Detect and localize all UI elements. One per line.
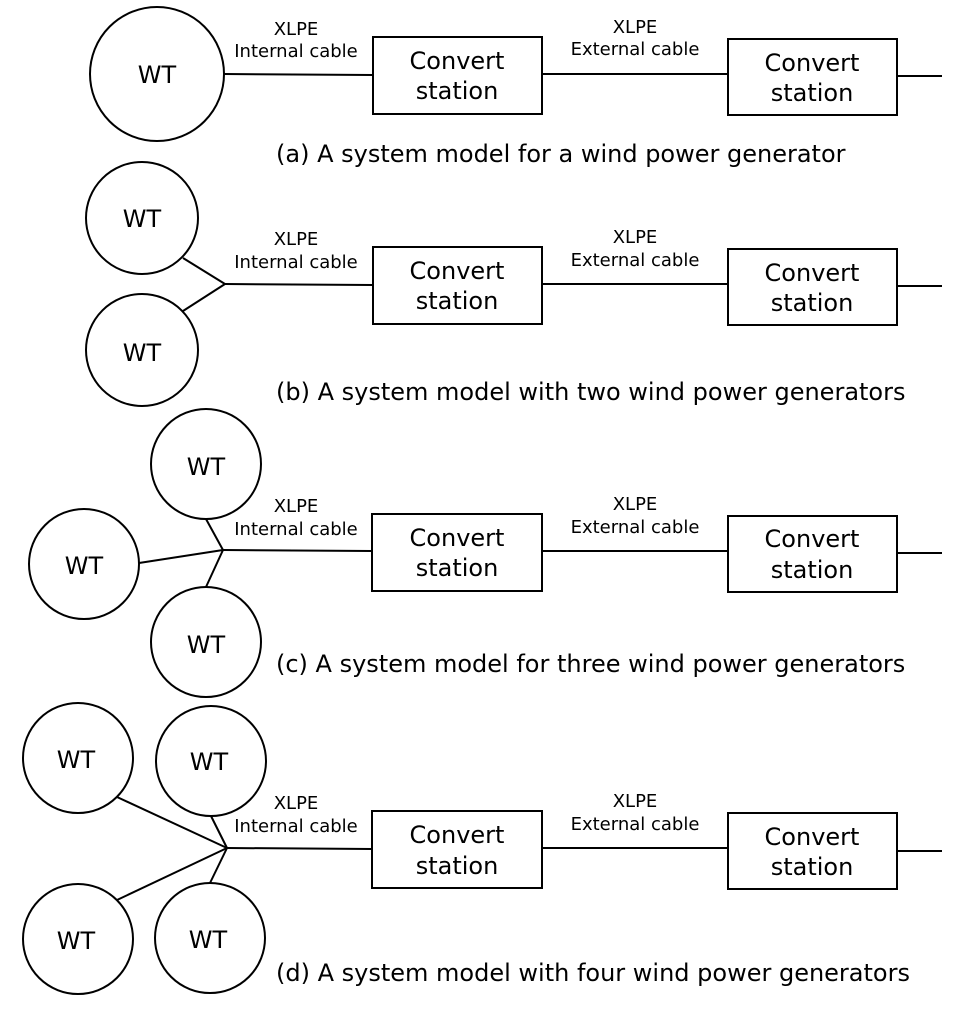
turbine-feeder-line	[116, 796, 228, 849]
turbine-feeder-line	[205, 518, 224, 551]
panel-d: WT WT WT WT XLPE Internal cable Convert …	[22, 702, 942, 995]
external-cable-type-label: XLPE	[613, 227, 658, 248]
wind-turbine	[28, 508, 140, 620]
turbine-feeder-line	[210, 815, 228, 849]
convert-station-1	[371, 810, 543, 889]
convert-station-2-line2: station	[771, 79, 854, 107]
internal-cable-type-label: XLPE	[274, 229, 319, 250]
panel-b: WT WT XLPE Internal cable Convert statio…	[85, 161, 942, 407]
wind-turbine-label: WT	[138, 61, 177, 89]
internal-cable-label: Internal cable	[234, 816, 358, 837]
panel-c: WT WT WT XLPE Internal cable Convert sta…	[28, 408, 942, 698]
convert-station-2-line1: Convert	[765, 823, 860, 851]
convert-station-2	[727, 812, 898, 890]
convert-station-1-line1: Convert	[410, 821, 505, 849]
panel-c-caption: (c) A system model for three wind power …	[276, 650, 905, 678]
wind-turbine-label: WT	[123, 339, 162, 367]
wind-turbine-label: WT	[65, 552, 104, 580]
wind-turbine	[22, 883, 134, 995]
internal-cable-label: Internal cable	[234, 41, 358, 62]
external-cable-label: External cable	[571, 814, 700, 835]
internal-cable-type-label: XLPE	[274, 19, 319, 40]
turbine-feeder-line	[116, 847, 228, 901]
convert-station-1	[371, 513, 543, 592]
external-cable-type-label: XLPE	[613, 791, 658, 812]
external-cable-label: External cable	[571, 39, 700, 60]
internal-cable-line	[222, 549, 373, 552]
turbine-feeder-line	[138, 549, 224, 564]
turbine-feeder-line	[205, 549, 224, 588]
convert-station-2	[727, 515, 898, 593]
internal-cable-label: Internal cable	[234, 519, 358, 540]
wind-turbine-label: WT	[57, 746, 96, 774]
convert-station-1-line1: Convert	[410, 257, 505, 285]
panel-d-caption: (d) A system model with four wind power …	[276, 959, 910, 987]
convert-station-1-line2: station	[416, 77, 499, 105]
wind-turbine-label: WT	[57, 927, 96, 955]
wind-turbine	[85, 161, 199, 275]
convert-station-2	[727, 38, 898, 116]
convert-station-1	[372, 36, 543, 115]
internal-cable-label: Internal cable	[234, 252, 358, 273]
wind-turbine-label: WT	[187, 453, 226, 481]
turbine-feeder-line	[182, 283, 226, 312]
convert-station-1-line1: Convert	[410, 524, 505, 552]
convert-station-2	[727, 248, 898, 326]
external-cable-type-label: XLPE	[613, 494, 658, 515]
convert-station-2-line1: Convert	[765, 259, 860, 287]
turbine-feeder-line	[209, 847, 228, 884]
convert-station-1-line1: Convert	[410, 47, 505, 75]
panel-b-caption: (b) A system model with two wind power g…	[276, 378, 905, 406]
wind-turbine-label: WT	[123, 205, 162, 233]
convert-station-2-line2: station	[771, 289, 854, 317]
wind-turbine	[85, 293, 199, 407]
wind-turbine	[22, 702, 134, 814]
internal-cable-line	[224, 283, 374, 286]
panel-a: WT XLPE Internal cable Convert station X…	[89, 6, 942, 168]
convert-station-1-line2: station	[416, 852, 499, 880]
external-cable-type-label: XLPE	[613, 17, 658, 38]
convert-station-2-line2: station	[771, 853, 854, 881]
internal-cable-line	[226, 847, 373, 850]
external-cable-label: External cable	[571, 517, 700, 538]
wind-turbine-label: WT	[190, 748, 229, 776]
wind-turbine-label: WT	[189, 926, 228, 954]
external-cable-label: External cable	[571, 250, 700, 271]
convert-station-2-line1: Convert	[765, 525, 860, 553]
convert-station-2-line2: station	[771, 556, 854, 584]
convert-station-1-line2: station	[416, 554, 499, 582]
convert-station-1-line2: station	[416, 287, 499, 315]
wind-turbine-label: WT	[187, 631, 226, 659]
convert-station-2-line1: Convert	[765, 49, 860, 77]
internal-cable-type-label: XLPE	[274, 496, 319, 517]
panel-a-caption: (a) A system model for a wind power gene…	[276, 140, 846, 168]
turbine-feeder-line	[182, 257, 226, 285]
convert-station-1	[372, 246, 543, 325]
internal-cable-type-label: XLPE	[274, 793, 319, 814]
internal-cable-line	[223, 73, 374, 76]
